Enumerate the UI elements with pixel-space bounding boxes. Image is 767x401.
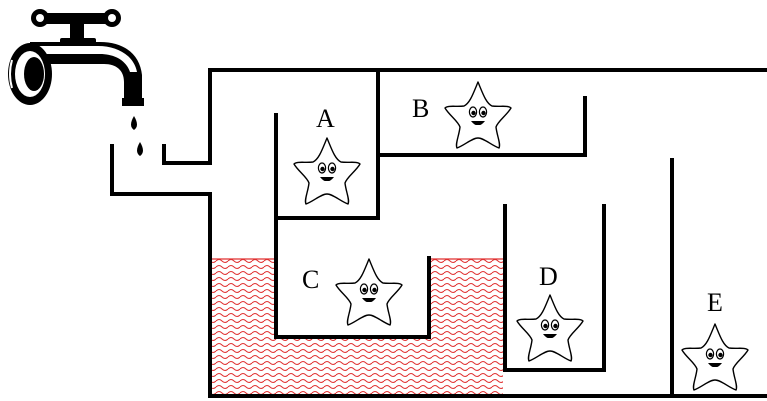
container-label-a: A: [316, 104, 335, 133]
star-face-icon: [293, 137, 361, 205]
water-tap-icon: [8, 9, 144, 156]
container-label-d: D: [539, 262, 558, 291]
star-face-icon: [335, 258, 403, 326]
star-face-icon: [681, 323, 749, 391]
star-face-icon: [444, 81, 512, 149]
water-region: [210, 258, 503, 398]
container-label-b: B: [412, 94, 429, 123]
container-label-e: E: [707, 288, 723, 317]
container-label-c: C: [302, 265, 319, 294]
star-face-icon: [516, 294, 584, 362]
pipe-walls: [110, 68, 767, 398]
